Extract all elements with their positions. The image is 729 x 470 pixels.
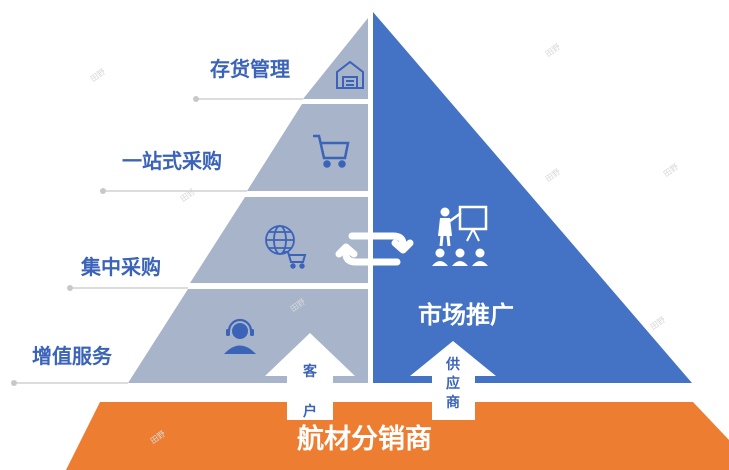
customer-service-icon <box>224 318 256 354</box>
tier-1-label: 存货管理 <box>210 57 290 81</box>
tier-2-label: 一站式采购 <box>122 149 222 173</box>
presentation-audience-icon <box>432 205 488 266</box>
supplier-arrow-label: 供应商 <box>446 357 460 411</box>
customer-arrow <box>265 333 355 420</box>
globe-cart-icon <box>265 225 307 269</box>
supplier-arrow <box>410 341 496 420</box>
leader-dots <box>11 96 199 386</box>
market-promotion-label: 市场推广 <box>418 301 514 329</box>
base-band <box>66 402 729 470</box>
exchange-arrows-icon <box>335 232 414 266</box>
customer-arrow-label: 客户 <box>303 364 317 420</box>
shopping-cart-icon <box>313 134 350 168</box>
tier-1-face <box>303 18 368 99</box>
leader-lines <box>14 98 303 384</box>
warehouse-icon <box>336 60 364 89</box>
right-face <box>373 12 692 383</box>
base-label: 航材分销商 <box>297 424 432 455</box>
tier-2-face <box>247 104 368 191</box>
tier-4-label: 增值服务 <box>32 344 112 368</box>
tier-3-label: 集中采购 <box>81 255 161 279</box>
